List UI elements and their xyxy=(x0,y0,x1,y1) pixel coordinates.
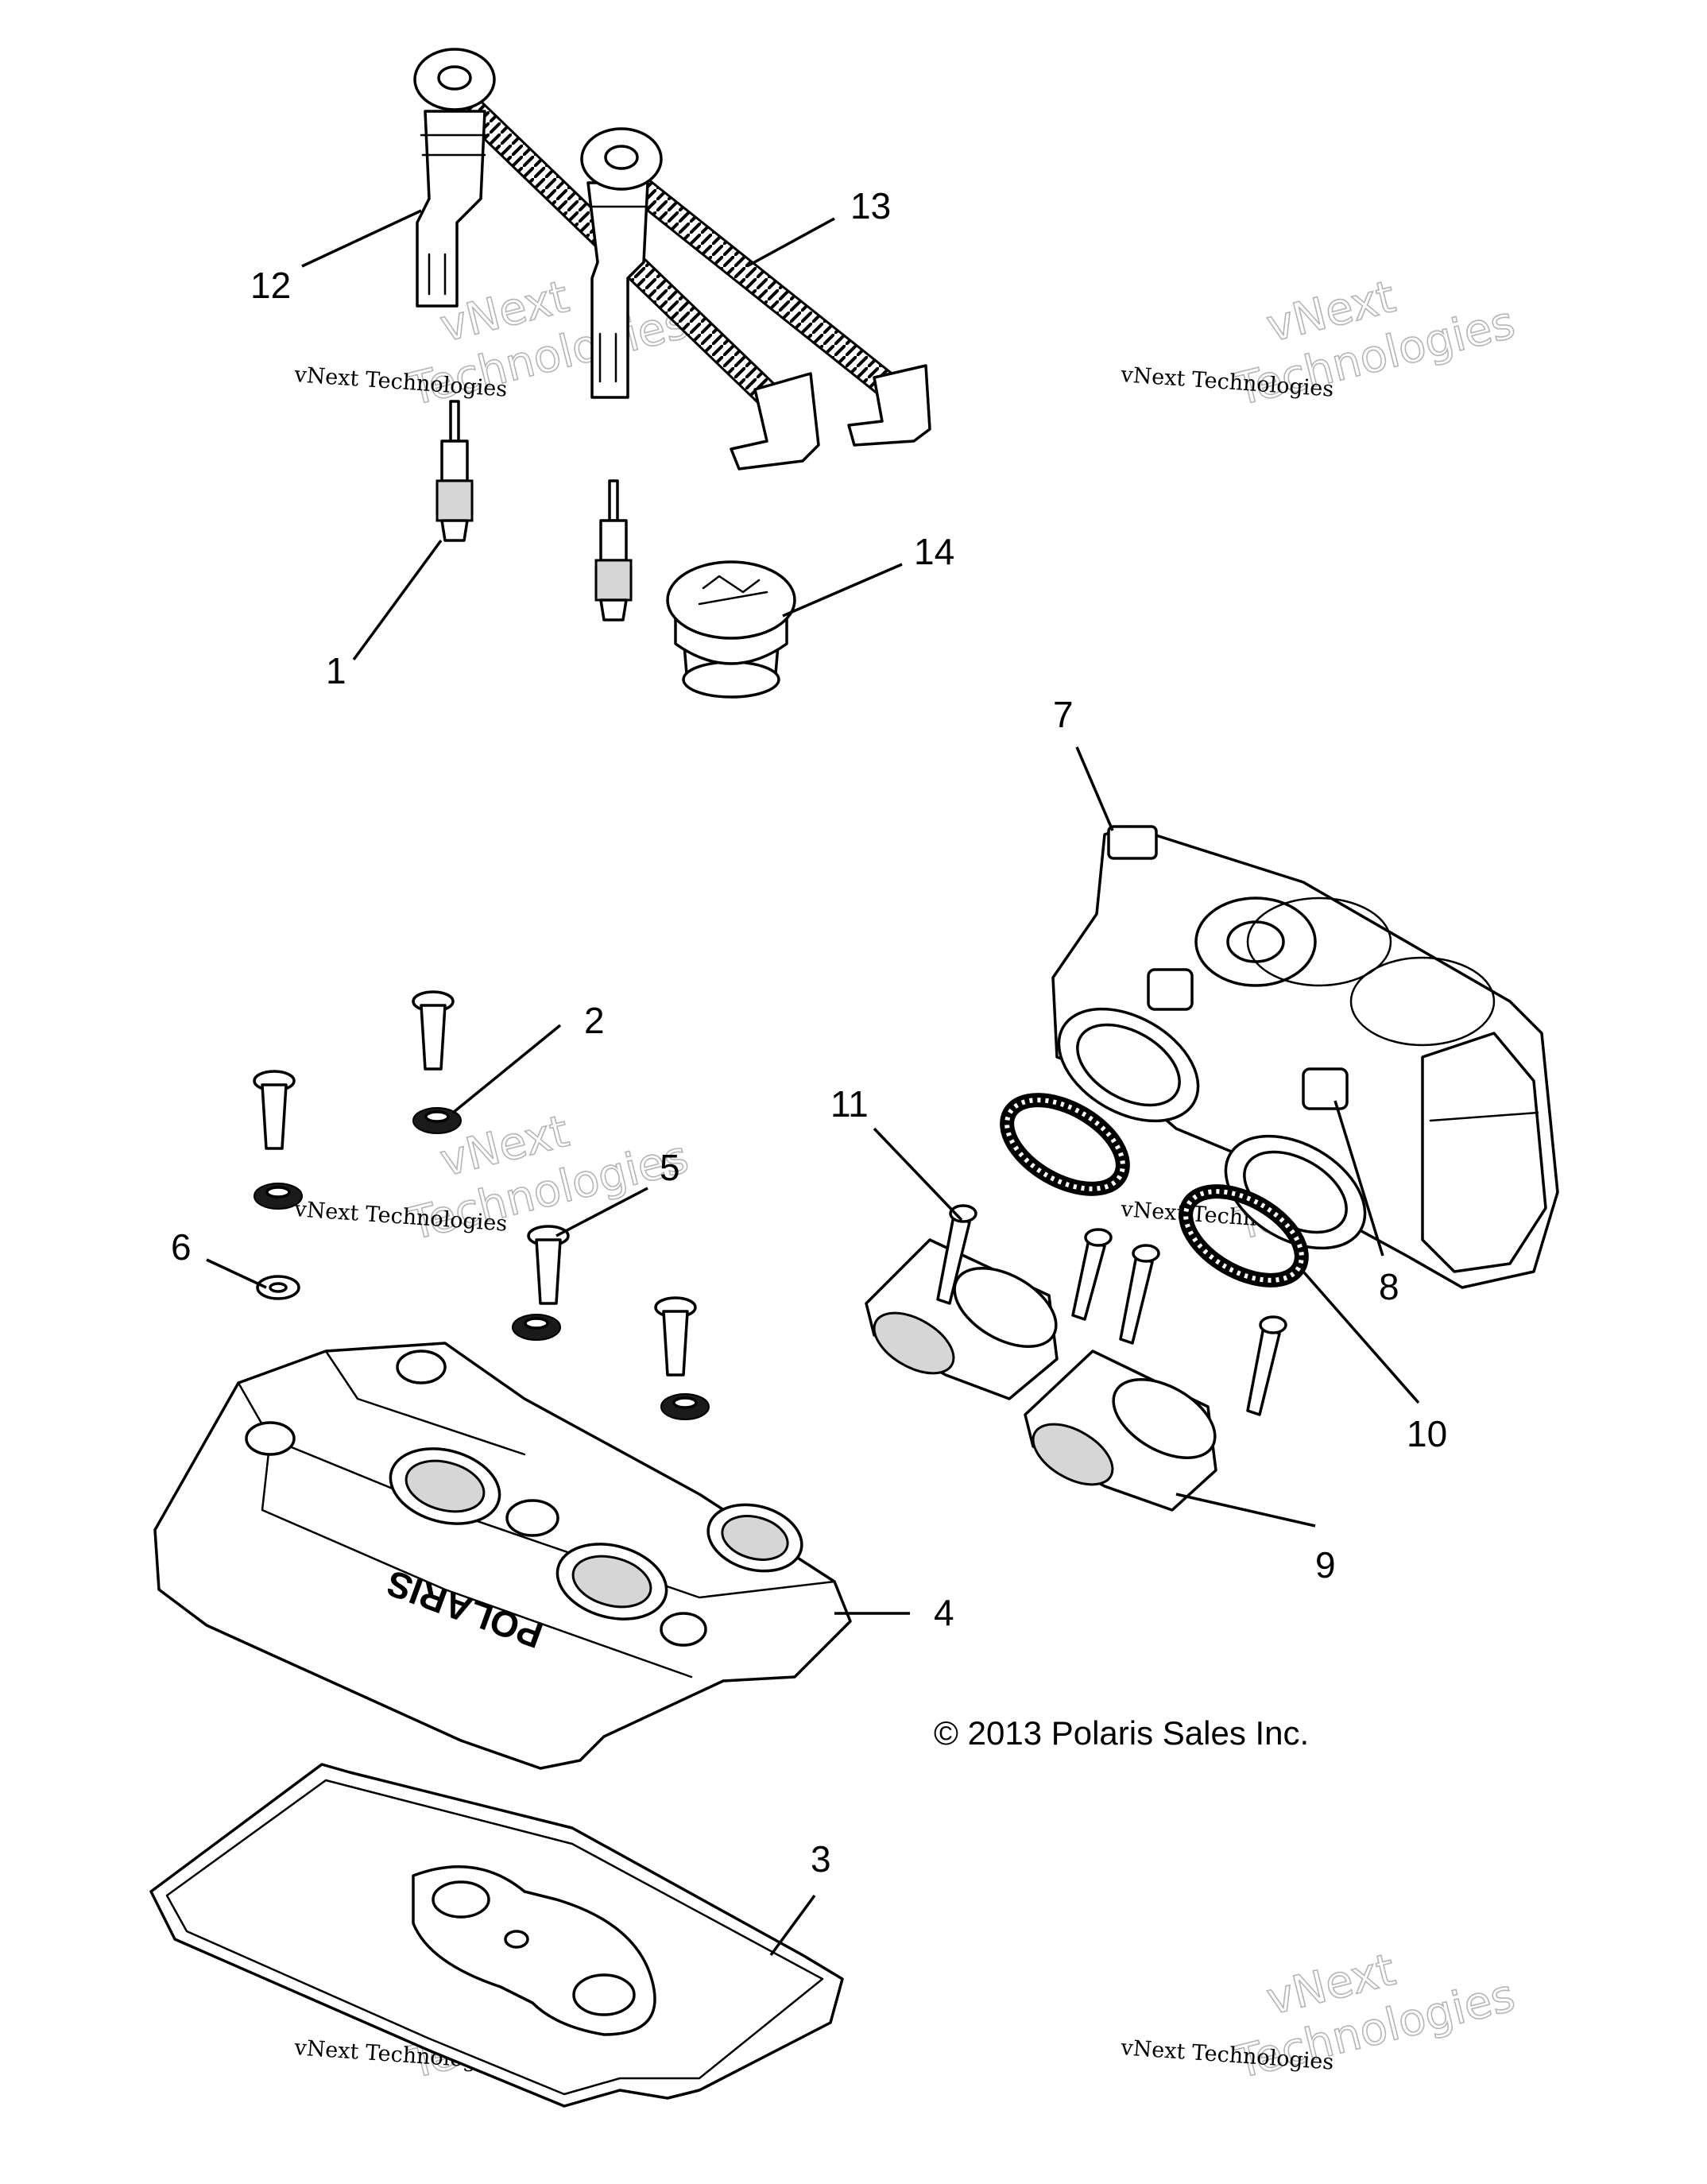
leader-3 xyxy=(769,1894,816,1957)
callout-6: 6 xyxy=(171,1226,192,1268)
leader-9 xyxy=(1175,1493,1316,1528)
grommet-2 xyxy=(254,1183,303,1210)
leader-8 xyxy=(1333,1100,1384,1257)
grommet-1 xyxy=(412,1107,462,1134)
callout-1: 1 xyxy=(326,650,346,691)
copyright-notice: © 2013 Polaris Sales Inc. xyxy=(934,1714,1309,1752)
spark-plug-left xyxy=(435,400,474,542)
valve-cover: POLARIS xyxy=(153,1342,852,1770)
cover-bolt-2 xyxy=(253,1070,296,1150)
leader-13 xyxy=(746,217,835,268)
cover-bolt-4 xyxy=(654,1296,697,1377)
callout-7: 7 xyxy=(1053,694,1074,735)
callout-12: 12 xyxy=(250,265,291,306)
bolt-intake-2 xyxy=(1071,1228,1113,1321)
leader-7 xyxy=(1075,746,1114,831)
bolt-intake-1 xyxy=(936,1204,977,1305)
leader-1 xyxy=(352,539,443,661)
valve-cover-gasket xyxy=(149,1763,844,2108)
watermark-top-right: vNext Technologies vNext Technologies xyxy=(1120,270,1521,416)
leader-2 xyxy=(451,1024,562,1114)
callout-9: 9 xyxy=(1315,1544,1336,1586)
callout-2: 2 xyxy=(584,1000,605,1041)
oil-fill-cap xyxy=(666,560,796,699)
callout-13: 13 xyxy=(850,185,891,227)
callout-5: 5 xyxy=(660,1147,680,1188)
hose-clamp-lower xyxy=(1179,1184,1309,1288)
leader-10 xyxy=(1302,1270,1420,1404)
cover-bolt-3 xyxy=(527,1225,570,1305)
spark-plug-right xyxy=(594,479,633,622)
bolt-intake-3 xyxy=(1119,1244,1160,1345)
callout-4: 4 xyxy=(934,1592,954,1633)
leader-6 xyxy=(206,1258,267,1289)
callout-8: 8 xyxy=(1379,1266,1399,1307)
callout-14: 14 xyxy=(914,531,954,572)
grommet-3 xyxy=(512,1314,561,1341)
intake-boot-right xyxy=(1024,1350,1217,1512)
leader-5 xyxy=(555,1187,648,1237)
cover-bolt-1 xyxy=(412,990,455,1071)
callout-11: 11 xyxy=(830,1083,869,1125)
hose-clamp-upper xyxy=(1000,1093,1130,1196)
leader-14 xyxy=(782,563,903,618)
callout-3: 3 xyxy=(811,1838,831,1880)
watermark-top-left: vNext Technologies vNext Technologies xyxy=(293,270,695,416)
leader-11 xyxy=(873,1127,963,1222)
washer-6 xyxy=(256,1275,300,1300)
callout-10: 10 xyxy=(1407,1413,1447,1454)
watermark-bottom-right: vNext Technologies vNext Technologies xyxy=(1120,1943,1521,2089)
leader-12 xyxy=(301,209,422,268)
intake-boot-left xyxy=(865,1238,1059,1400)
watermark-mid-left: vNext Technologies vNext Technologies xyxy=(293,1105,695,1251)
grommet-4 xyxy=(660,1393,710,1420)
throttle-body-assembly xyxy=(1051,825,1559,1289)
bolt-intake-4 xyxy=(1246,1315,1287,1416)
ignition-wire-set xyxy=(413,48,931,470)
